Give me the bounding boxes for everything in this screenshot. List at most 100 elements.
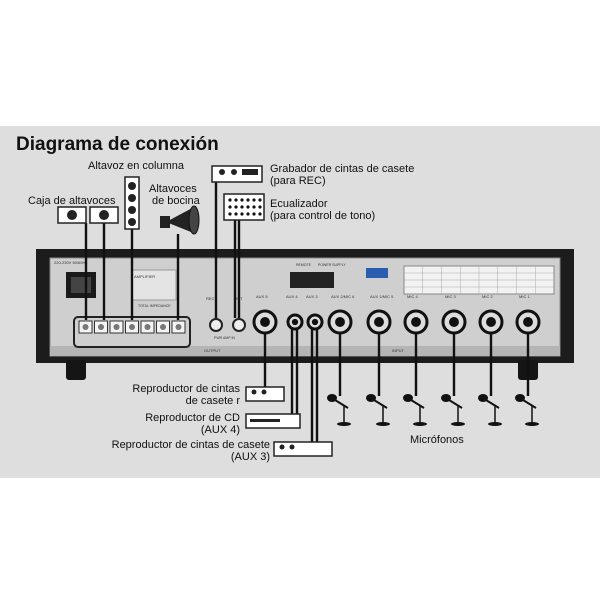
horn-speaker-body xyxy=(166,206,196,234)
input-jack-label: MIC 4 xyxy=(407,294,418,299)
power-supply-label: POWER SUPPLY xyxy=(318,263,346,267)
cd-player-tray xyxy=(250,419,280,422)
column-speaker-driver-1 xyxy=(128,182,136,190)
power-inlet-socket xyxy=(71,277,91,293)
cassette-recorder-reel-1 xyxy=(219,169,225,175)
cassette-recorder-reel-2 xyxy=(231,169,237,175)
total-impedance-label: TOTAL IMPEDANCE xyxy=(138,304,171,308)
cassette-recorder-label-2: (para REC) xyxy=(270,175,326,187)
equalizer-slider xyxy=(258,205,262,209)
microphone-base xyxy=(451,422,465,426)
input-jack-label: MIC 3 xyxy=(445,294,456,299)
equalizer xyxy=(223,193,265,221)
input-jack-label: AUX 1/MIC 5 xyxy=(370,294,394,299)
column-speaker-driver-4 xyxy=(128,218,136,226)
cassette-player-aux3-reel-2 xyxy=(289,444,295,450)
equalizer-label-1: Ecualizador xyxy=(270,198,328,210)
setting-table-grid xyxy=(404,266,554,294)
cd-player xyxy=(245,413,301,429)
cassette-aux3-label-2: (AUX 3) xyxy=(230,451,270,463)
microphone-head xyxy=(403,394,413,402)
input-jack-label: AUX 2/MIC 6 xyxy=(331,294,355,299)
amplifier-unit: AMPLIFIER TOTAL IMPEDANCE 220-230V 50/60… xyxy=(36,249,574,380)
equalizer-slider xyxy=(228,212,232,216)
cassette-player xyxy=(245,386,285,402)
equalizer-slider xyxy=(234,205,238,209)
input-jack-center xyxy=(486,317,496,327)
microphone-base xyxy=(376,422,390,426)
equalizer-slider xyxy=(240,205,244,209)
microphone-head xyxy=(327,394,337,402)
cassette-player-aux3-reel-1 xyxy=(279,444,285,450)
terminal-screw xyxy=(98,324,104,330)
input-jack-label: MIC 2 xyxy=(482,294,493,299)
microphone-arm xyxy=(373,399,388,409)
remote-terminal xyxy=(290,272,334,288)
cassette-player-label-1: Reproductor de cintas xyxy=(132,383,240,395)
terminal-screw xyxy=(129,324,135,330)
equalizer-slider xyxy=(228,198,232,202)
microphones xyxy=(327,394,539,426)
microphone-base xyxy=(413,422,427,426)
input-jack-center xyxy=(260,317,270,327)
cassette-recorder xyxy=(211,165,263,183)
spec-plate-text: AMPLIFIER xyxy=(134,274,155,279)
horn-speakers-label-2: de bocina xyxy=(152,195,200,207)
column-speaker-driver-3 xyxy=(128,206,136,214)
equalizer-label-2: (para control de tono) xyxy=(270,210,376,222)
terminal-screw xyxy=(144,324,151,330)
terminal-screw xyxy=(82,324,89,330)
equalizer-slider xyxy=(252,205,256,209)
input-jack-label: MIC 1 xyxy=(519,294,530,299)
horn-speaker-mouth xyxy=(188,205,200,235)
equalizer-slider xyxy=(234,212,238,216)
equalizer-slider xyxy=(240,198,244,202)
equalizer-sliders xyxy=(228,198,262,216)
column-speaker xyxy=(124,176,140,230)
cassette-player-reel-2 xyxy=(261,389,267,395)
speaker-box-group xyxy=(57,206,119,224)
speaker-box-1-cone xyxy=(67,210,77,220)
rec-jack xyxy=(209,318,223,332)
equalizer-slider xyxy=(246,198,250,202)
microphone-arm xyxy=(334,399,349,409)
microphone-arm xyxy=(485,399,500,409)
cables xyxy=(84,182,530,442)
input-jack-center xyxy=(335,317,345,327)
equalizer-slider xyxy=(252,212,256,216)
cassette-recorder-label-1: Grabador de cintas de casete xyxy=(270,163,415,175)
remote-label: REMOTE xyxy=(296,263,312,267)
terminal-screw xyxy=(160,324,166,330)
cassette-player-label-2: de casete r xyxy=(185,395,240,407)
output-section-label: OUTPUT xyxy=(204,348,221,353)
diagram-title: Diagrama de conexión xyxy=(16,134,219,155)
amplifier-foot-left xyxy=(66,360,86,380)
speaker-box-label: Caja de altavoces xyxy=(28,195,116,207)
speaker-terminals xyxy=(78,320,186,334)
horn-speakers-label-1: Altavoces xyxy=(149,183,197,195)
microphone-arm xyxy=(522,399,537,409)
input-jack-label: AUX 4 xyxy=(286,294,298,299)
equalizer-slider xyxy=(240,212,244,216)
equalizer-slider xyxy=(252,198,256,202)
equalizer-slider xyxy=(228,205,232,209)
equalizer-slider xyxy=(246,205,250,209)
microphone-head xyxy=(366,394,376,402)
input-jack-label: AUX 5 xyxy=(256,294,268,299)
panel-bottom-strip xyxy=(50,346,560,356)
input-section-label: INPUT xyxy=(392,348,405,353)
equalizer-slider xyxy=(258,198,262,202)
microphone-base xyxy=(337,422,351,426)
cassette-aux3-label-1: Reproductor de cintas de casete xyxy=(111,439,270,451)
mains-label: 220-230V 50/60Hz xyxy=(54,260,87,265)
rec-label: REC xyxy=(206,296,215,301)
column-speaker-label: Altavoz en columna xyxy=(88,160,184,172)
input-jack-center xyxy=(449,317,459,327)
input-jack-center xyxy=(291,318,299,326)
microphone-head xyxy=(478,394,488,402)
column-speaker-body xyxy=(124,176,140,230)
horn-speaker xyxy=(160,205,200,235)
equalizer-slider xyxy=(234,198,238,202)
